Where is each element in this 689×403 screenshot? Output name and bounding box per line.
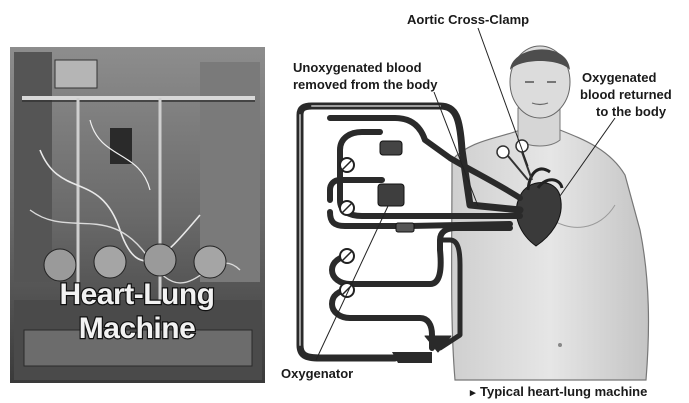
inline-filter [396,223,414,232]
patient-torso [452,130,649,380]
photo-pump-1 [44,249,76,281]
pump-head-2 [340,201,354,215]
tube-lower-pump-loop-2 [332,290,432,348]
label-oxygenated-line3: to the body [596,104,667,119]
patient-navel [558,343,562,347]
figure-caption: Typical heart-lung machine [480,384,647,399]
label-unoxygenated-line2: removed from the body [293,77,438,92]
photo-pump-3 [144,244,176,276]
circuit-components [378,141,432,363]
photo-console [110,128,132,164]
label-aortic-cross-clamp: Aortic Cross-Clamp [407,12,529,27]
oxygenator-unit [378,184,404,206]
label-unoxygenated-line1: Unoxygenated blood [293,60,422,75]
pump-head-1 [340,158,354,172]
arterial-filter [380,141,402,155]
photo-monitor [55,60,97,88]
photo-title-line2: Machine [79,312,196,345]
label-oxygenated-line2: blood returned [580,87,672,102]
photo-title-line1: Heart-Lung [60,278,215,311]
pump-head-3 [340,249,354,263]
photo-equipment-left [14,52,52,282]
machine-photo: Heart-Lung Machine [10,47,265,383]
photo-pump-2 [94,246,126,278]
label-oxygenator: Oxygenator [281,366,353,381]
photo-pump-4 [194,246,226,278]
label-oxygenated-line1: Oxygenated [582,70,656,85]
pump-head-4 [340,283,354,297]
venous-reservoir [392,352,432,363]
caption-marker: ▸ [469,387,476,399]
